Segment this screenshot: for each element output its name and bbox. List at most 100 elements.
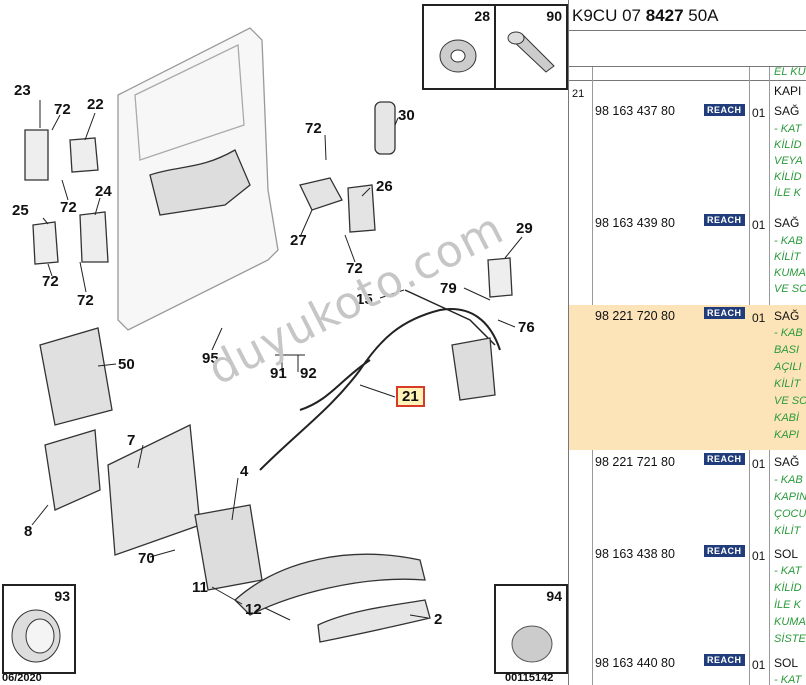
callout-27[interactable]: 27: [290, 232, 307, 249]
callout-11[interactable]: 11: [192, 579, 208, 596]
hinge-25: [32, 221, 59, 265]
desc-line: İLE K: [774, 599, 801, 611]
callout-92[interactable]: 92: [300, 365, 317, 382]
inset-28-number: 28: [474, 8, 490, 24]
table-row[interactable]: 98 163 437 80 REACH 01 SAĞ - KAT KİLİD V…: [569, 100, 806, 210]
bushing-icon: [439, 39, 477, 73]
desc-line: - KAB: [774, 474, 803, 486]
lock-assembly-27: [149, 149, 251, 216]
desc-line: VE SO: [774, 283, 806, 295]
callout-26[interactable]: 26: [376, 178, 393, 195]
part-number[interactable]: 98 163 437 80: [595, 104, 675, 118]
callout-2[interactable]: 2: [434, 611, 443, 628]
exploded-parts-diagram: 23 72 22 72 24 25 72 72 72 30 26 27 72 2…: [2, 4, 568, 684]
callout-50[interactable]: 50: [118, 356, 135, 373]
bracket-50: [39, 327, 113, 426]
desc-line: - KAB: [774, 235, 803, 247]
side-label: SAĞ: [774, 455, 800, 469]
part-number[interactable]: 98 221 720 80: [595, 309, 675, 323]
table-row[interactable]: 98 221 721 80 REACH 01 SAĞ - KAB KAPIN Ç…: [569, 450, 806, 545]
callout-25[interactable]: 25: [12, 202, 29, 219]
callout-91[interactable]: 91: [270, 365, 287, 382]
table-row[interactable]: 98 163 439 80 REACH 01 SAĞ - KAB KİLİT K…: [569, 210, 806, 305]
cap-icon: [511, 625, 553, 663]
callout-23[interactable]: 23: [14, 82, 31, 99]
callout-7[interactable]: 7: [127, 432, 136, 449]
handle-8: [44, 429, 101, 511]
group-title: KAPI: [774, 84, 802, 98]
desc-line: KİLİD: [774, 171, 802, 183]
parts-header-code: K9CU 07 8427 50A: [572, 6, 719, 25]
desc-line: - KAB: [774, 327, 803, 339]
callout-72[interactable]: 72: [346, 260, 363, 277]
table-row-selected[interactable]: 98 221 720 80 REACH 01 SAĞ - KAB BASI AÇ…: [569, 305, 806, 450]
reach-badge: REACH: [704, 654, 745, 666]
grommet-icon: [11, 609, 61, 663]
desc-line: KAPI: [774, 429, 800, 441]
part-number[interactable]: 98 163 439 80: [595, 216, 675, 230]
part-30-shape: [374, 101, 396, 155]
callout-79[interactable]: 79: [440, 280, 457, 297]
desc-line: - KAT: [774, 565, 802, 577]
callout-29[interactable]: 29: [516, 220, 533, 237]
callout-21-selected[interactable]: 21: [396, 386, 425, 407]
header-divider: [569, 30, 806, 31]
cable-21: [259, 308, 501, 471]
side-label: SAĞ: [774, 309, 800, 323]
desc-line: KİLİT: [774, 251, 801, 263]
hinge-23: [24, 129, 49, 181]
desc-line: KİLİD: [774, 139, 802, 151]
part-number[interactable]: 98 221 721 80: [595, 455, 675, 469]
part-number[interactable]: 98 163 440 80: [595, 656, 675, 670]
desc-line: İLE K: [774, 187, 801, 199]
callout-72[interactable]: 72: [77, 292, 94, 309]
desc-line: - KAT: [774, 674, 802, 685]
handle-11: [234, 553, 426, 616]
mechanism-4: [194, 504, 263, 591]
callout-12[interactable]: 12: [245, 601, 262, 618]
quantity: 01: [752, 218, 766, 232]
callout-72[interactable]: 72: [42, 273, 59, 290]
desc-line: - KAT: [774, 123, 802, 135]
callout-24[interactable]: 24: [95, 183, 112, 200]
diagram-drawing: [24, 27, 523, 643]
rivet-icon: [507, 31, 555, 73]
part-number[interactable]: 98 163 438 80: [595, 547, 675, 561]
desc-line: AÇILI: [774, 361, 802, 373]
callout-15[interactable]: 15: [356, 291, 373, 308]
desc-line: VE SO: [774, 395, 806, 407]
side-label: SAĞ: [774, 104, 800, 118]
diagram-date: 06/2020: [2, 672, 42, 684]
desc-line: KUMA: [774, 616, 806, 628]
desc-line: KAPIN: [774, 491, 806, 503]
callout-95[interactable]: 95: [202, 350, 219, 367]
inset-93-number: 93: [54, 588, 70, 604]
callout-30[interactable]: 30: [398, 107, 415, 124]
callout-72[interactable]: 72: [305, 120, 322, 137]
callout-8[interactable]: 8: [24, 523, 33, 540]
reach-badge: REACH: [704, 214, 745, 226]
callout-4[interactable]: 4: [240, 463, 249, 480]
hinge-24: [79, 211, 109, 263]
table-row[interactable]: 98 163 438 80 REACH 01 SOL - KAT KİLİD İ…: [569, 545, 806, 650]
side-label: SOL: [774, 656, 799, 670]
callout-72[interactable]: 72: [60, 199, 77, 216]
table-row[interactable]: 98 163 440 80 REACH 01 SOL - KAT: [569, 650, 806, 685]
inset-94[interactable]: 94: [494, 584, 568, 674]
reach-badge: REACH: [704, 104, 745, 116]
desc-line: KUMA: [774, 267, 806, 279]
cover-7: [107, 424, 201, 556]
callout-72[interactable]: 72: [54, 101, 71, 118]
callout-76[interactable]: 76: [518, 319, 535, 336]
quantity: 01: [752, 311, 766, 325]
inset-90[interactable]: 90: [494, 4, 568, 90]
parts-table: K9CU 07 8427 50A EL KU 21 KAPI 98 163 43…: [568, 0, 806, 685]
diagram-ref-code: 00115142: [505, 672, 554, 684]
desc-line: ÇOCU: [774, 508, 806, 520]
callout-22[interactable]: 22: [87, 96, 104, 113]
inset-28[interactable]: 28: [422, 4, 496, 90]
callout-70[interactable]: 70: [138, 550, 155, 567]
reach-badge: REACH: [704, 545, 745, 557]
subheader-divider: [569, 66, 806, 67]
inset-93[interactable]: 93: [2, 584, 76, 674]
